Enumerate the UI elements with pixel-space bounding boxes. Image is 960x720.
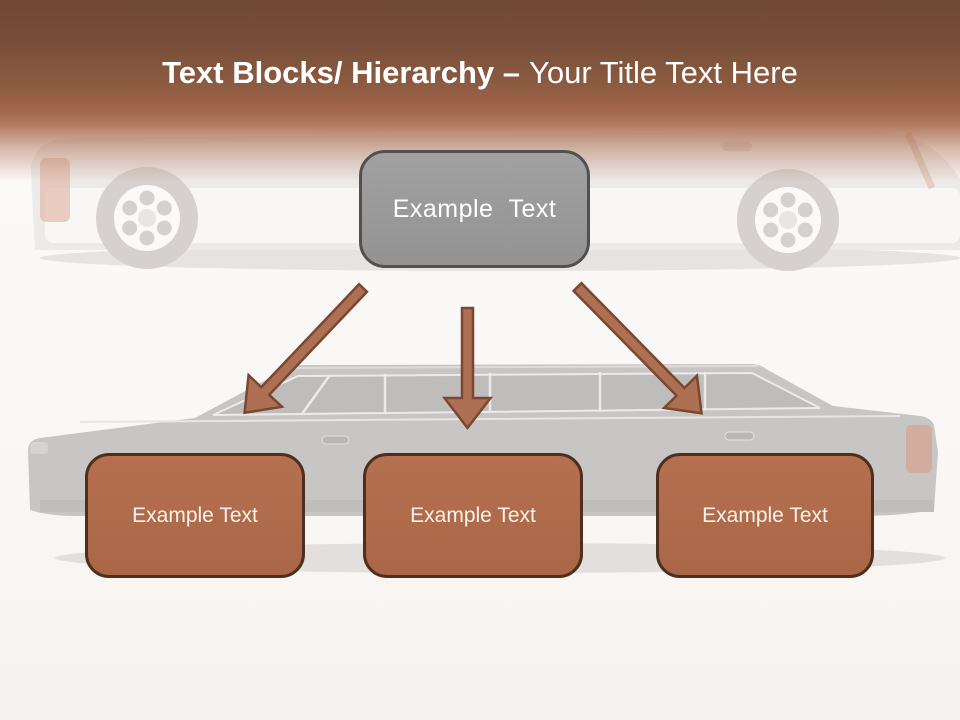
slide-title-regular: Your Title Text Here <box>529 55 798 90</box>
slide-title-bold: Text Blocks/ Hierarchy – <box>162 55 520 90</box>
root-text-block-label: Example Text <box>392 194 557 223</box>
child-text-block-3-label: Example Text <box>702 503 828 527</box>
child-text-block-1[interactable]: Example Text <box>85 453 305 578</box>
slide-title: Text Blocks/ Hierarchy – Your Title Text … <box>0 54 960 92</box>
child-text-block-2-label: Example Text <box>410 503 536 527</box>
root-text-block[interactable]: Example Text <box>359 150 590 268</box>
child-text-block-3[interactable]: Example Text <box>656 453 874 578</box>
child-text-block-2[interactable]: Example Text <box>363 453 583 578</box>
child-text-block-1-label: Example Text <box>132 503 258 527</box>
